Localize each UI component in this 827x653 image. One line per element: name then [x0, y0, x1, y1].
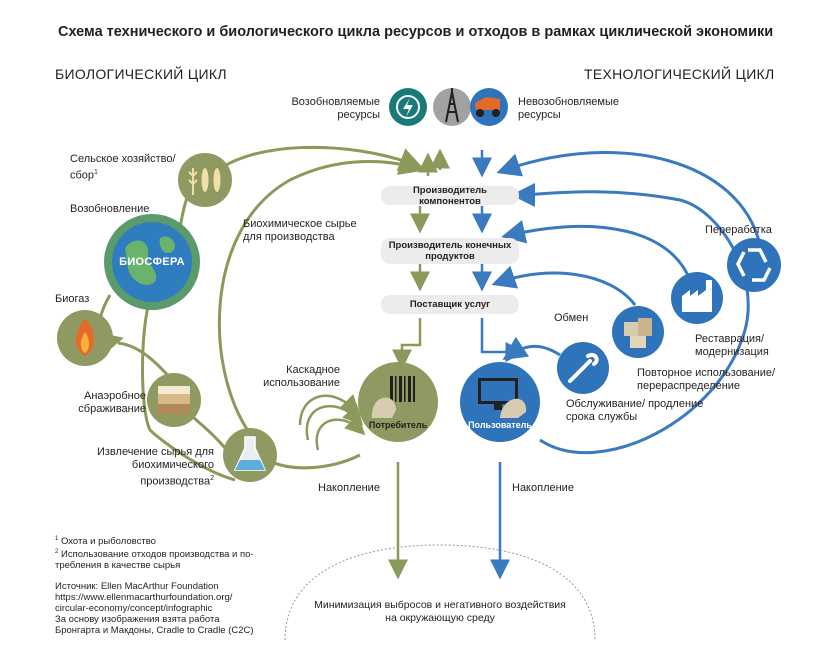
- recycling-label: Переработка: [705, 224, 772, 236]
- bio-cycle-heading: БИОЛОГИЧЕСКИЙ ЦИКЛ: [55, 66, 227, 82]
- computer-icon: [478, 378, 518, 410]
- boxes-icon: [612, 306, 664, 358]
- mining-truck-icon: [470, 88, 508, 126]
- biochem-feedstock-label: Биохимическое сырье для производства: [243, 218, 357, 243]
- page-title: Схема технического и биологического цикл…: [58, 24, 774, 40]
- flame-icon: [57, 310, 113, 366]
- regeneration-label: Возобновление: [70, 203, 150, 215]
- wrench-icon: [557, 342, 609, 394]
- biogas-label: Биогаз: [55, 293, 90, 305]
- tech-cycle-heading: ТЕХНОЛОГИЧЕСКИЙ ЦИКЛ: [584, 66, 775, 82]
- biosphere-label: БИОСФЕРА: [119, 256, 185, 268]
- bio-arc-anaerobic: [117, 341, 174, 381]
- globe-icon: [104, 214, 200, 310]
- tech-arc-refurbish: [501, 220, 692, 281]
- bio-arc-bottom: [267, 453, 361, 470]
- soil-layers-icon: [147, 373, 201, 427]
- refurbish-label: Реставрация/ модернизация: [695, 333, 769, 358]
- footnote-1: 1 Охота и рыболовство: [55, 536, 156, 548]
- source-line: Источник: Ellen MacArthur Foundation: [55, 581, 219, 593]
- maintenance-label: Обслуживание/ продление срока службы: [566, 398, 704, 423]
- consumer-label: Потребитель: [368, 420, 428, 430]
- anaerobic-label: Анаэробное сбраживание: [78, 390, 146, 415]
- agriculture-label: Сельское хозяйство/ сбор1: [70, 153, 176, 182]
- bio-arc-inner: [218, 152, 424, 441]
- tech-arc-recycling: [496, 151, 762, 246]
- renewable-resources-label: Возобновляемые ресурсы: [291, 96, 380, 121]
- footnote-2: 2 Использование отходов производства и п…: [55, 549, 254, 572]
- recycle-icon: [727, 238, 781, 292]
- bio-arc-lower: [141, 299, 236, 482]
- consumer-circle: [358, 362, 438, 442]
- nonrenewable-resources-label: Невозобновляемые ресурсы: [518, 96, 619, 121]
- bottom-dashed-arc: [284, 544, 596, 641]
- barcode-icon: [390, 376, 415, 402]
- service-provider-pill: Поставщик услуг: [381, 295, 519, 314]
- tech-accumulation-label: Накопление: [512, 482, 574, 494]
- user-circle: [460, 362, 540, 442]
- bottom-box-text: Минимизация выбросов и негативного возде…: [314, 599, 566, 624]
- exchange-label: Обмен: [554, 312, 589, 324]
- source-url-2: circular-economy/concept/infographic: [55, 603, 213, 615]
- tech-arc-exchange: [502, 336, 561, 360]
- bio-arc-outer: [210, 145, 424, 177]
- factory-icon: [671, 272, 723, 324]
- cascade-label: Каскадное использование: [263, 364, 340, 389]
- extraction-label: Извлечение сырья для биохимического прои…: [96, 446, 214, 488]
- parts-maker-pill: Производитель компонентов: [381, 185, 519, 207]
- user-label: Пользователь: [468, 420, 532, 430]
- basis-line-2: Бронгарта и Макдоны, Cradle to Cradle (C…: [55, 625, 254, 637]
- flask-icon: [223, 428, 277, 482]
- source-url-1: https://www.ellenmacarthurfoundation.org…: [55, 592, 233, 604]
- lightning-icon: [389, 88, 427, 126]
- oil-rig-icon: [433, 88, 471, 126]
- tech-arc-reuse: [491, 265, 637, 306]
- reuse-label: Повторное использование/ перераспределен…: [637, 367, 776, 392]
- product-maker-pill: Производитель конечных продуктов: [381, 238, 519, 264]
- bio-accumulation-label: Накопление: [318, 482, 380, 494]
- footnotes: 1 Охота и рыболовство 2 Использование от…: [55, 534, 265, 636]
- wheat-fish-icon: [178, 153, 232, 207]
- basis-line-1: За основу изображения взята работа: [55, 614, 220, 626]
